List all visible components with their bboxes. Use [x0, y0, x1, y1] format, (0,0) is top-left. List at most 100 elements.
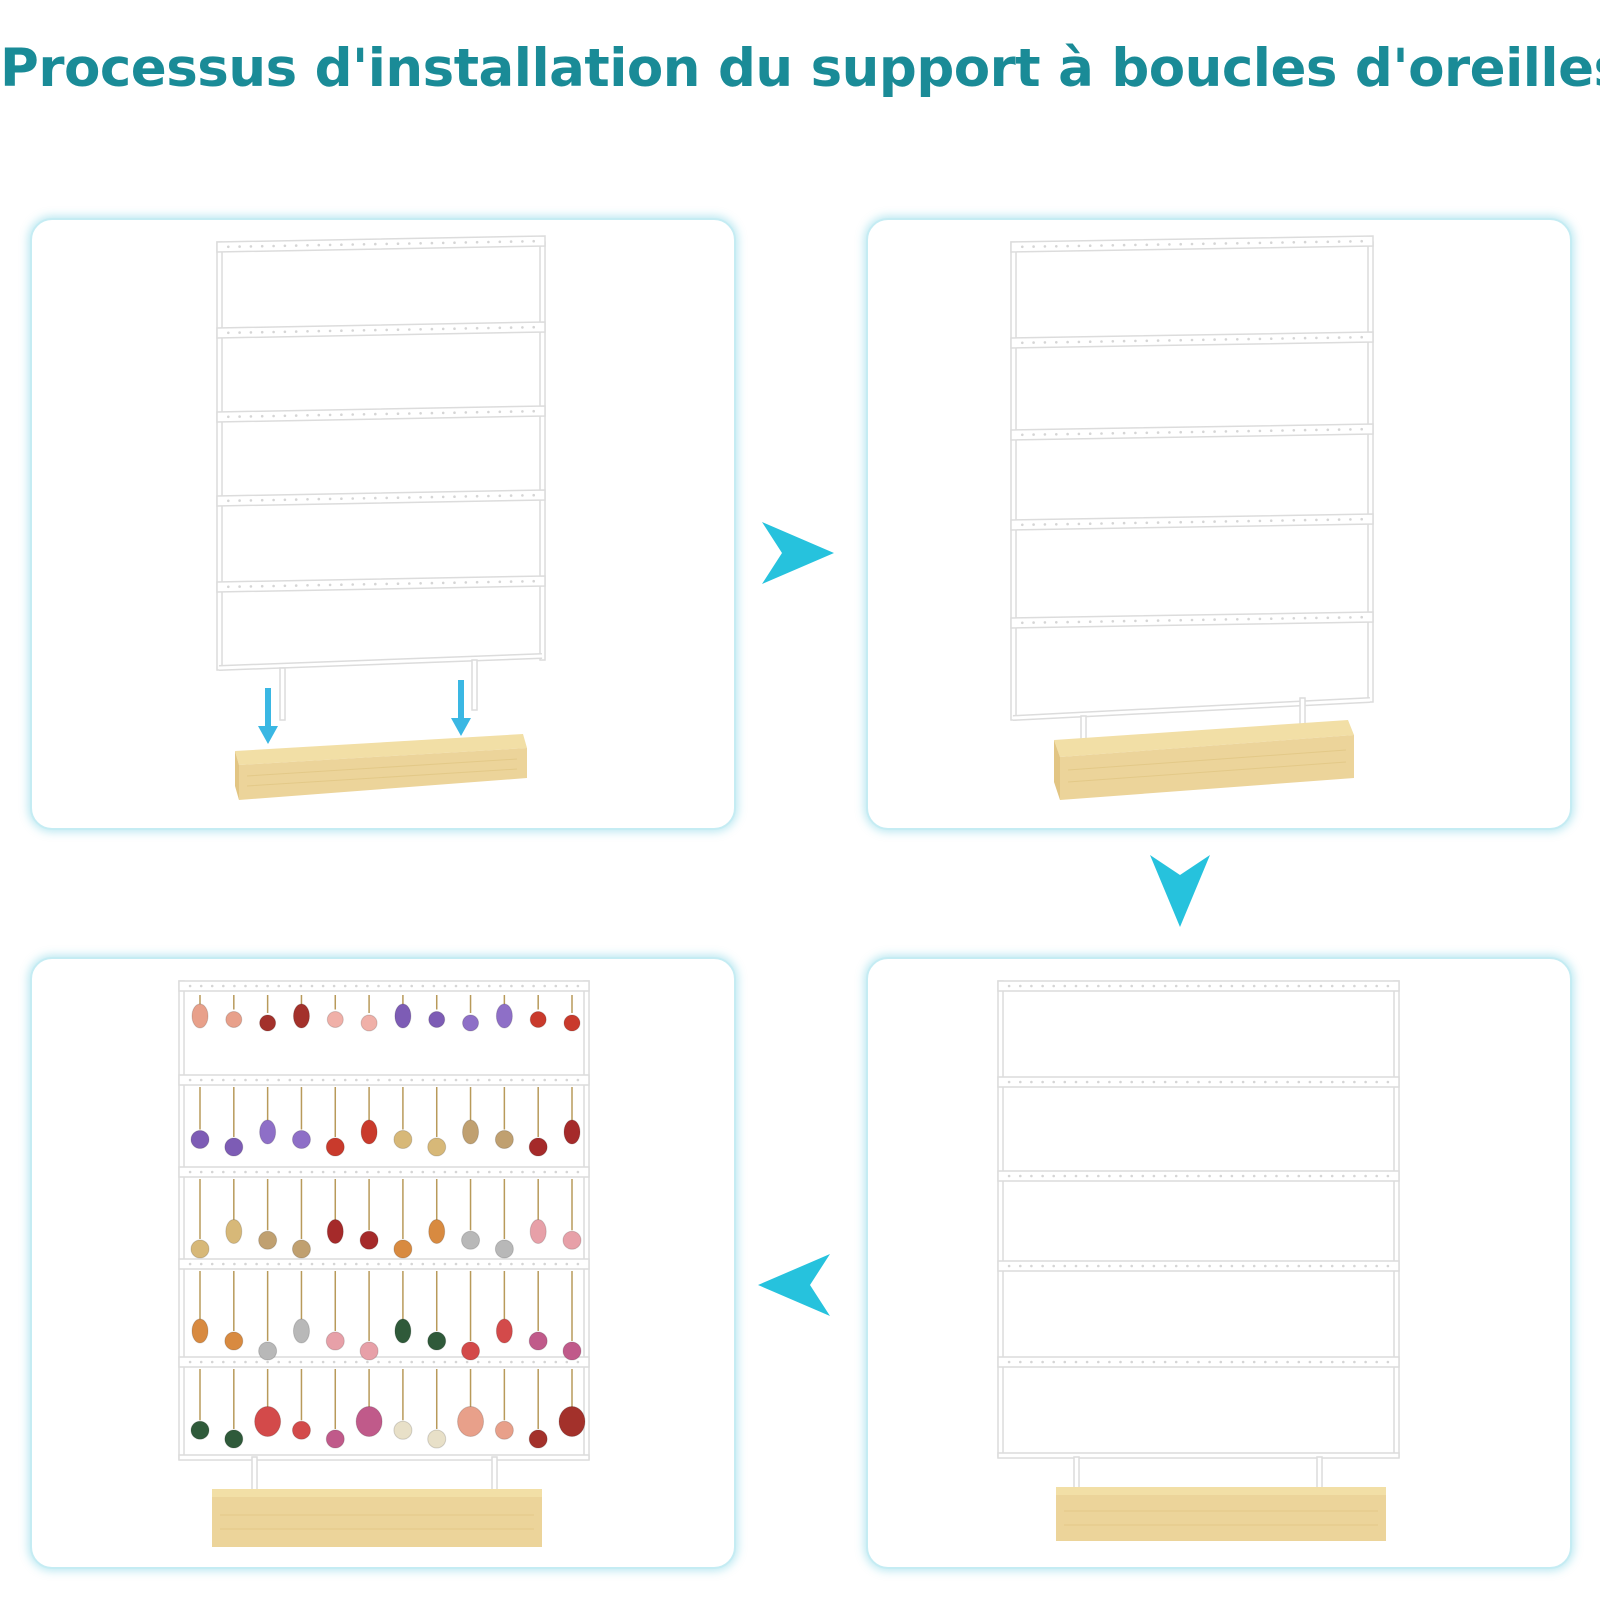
- bar-hole: [509, 240, 513, 243]
- bar-hole: [1111, 244, 1115, 247]
- earring: [563, 995, 581, 1032]
- bar-hole: [1258, 617, 1262, 621]
- hanging-bar: [178, 1258, 590, 1270]
- bar-hole: [432, 1262, 436, 1266]
- bar-hole: [576, 1170, 580, 1174]
- bar-hole: [1030, 984, 1033, 988]
- bar-hole: [1360, 427, 1363, 431]
- bar-hole: [1152, 984, 1156, 988]
- bar-hole: [421, 1262, 425, 1266]
- bar-hole: [1186, 1080, 1189, 1084]
- bar-hole: [317, 413, 321, 417]
- bar-hole: [499, 1262, 502, 1266]
- bar-hole: [1141, 1360, 1145, 1364]
- bar-hole: [1275, 1360, 1278, 1364]
- bar-hole: [1319, 1264, 1323, 1268]
- bar-hole: [421, 1360, 425, 1364]
- bar-hole: [399, 984, 402, 988]
- bar-hole: [1264, 1174, 1267, 1178]
- earring: [191, 1271, 209, 1344]
- bar-hole: [332, 1170, 336, 1174]
- bar-hole: [362, 583, 366, 586]
- bar-hole: [1297, 984, 1301, 988]
- bar-hole: [1100, 432, 1103, 435]
- earring: [558, 1369, 586, 1437]
- bar-hole: [532, 409, 535, 413]
- bar-hole: [1130, 1080, 1133, 1084]
- bar-hole: [1190, 242, 1194, 246]
- bar-hole: [1342, 1360, 1345, 1364]
- bar-hole: [388, 1078, 391, 1082]
- hanging-bar: [178, 1166, 590, 1178]
- bar-hole: [306, 498, 309, 501]
- bar-hole: [1269, 429, 1273, 432]
- earring: [528, 1087, 548, 1157]
- earring: [259, 995, 277, 1032]
- bar-hole: [1111, 432, 1115, 435]
- bar-hole: [1292, 337, 1296, 340]
- bar-hole: [1100, 522, 1103, 525]
- bar-hole: [1066, 340, 1069, 344]
- bar-hole: [1052, 1080, 1055, 1084]
- earring: [494, 1087, 514, 1149]
- bar-hole: [421, 1170, 425, 1174]
- bar-hole: [288, 1262, 292, 1266]
- bar-hole: [1258, 337, 1262, 341]
- step-2-illustration: [1010, 235, 1374, 800]
- bar-hole: [355, 984, 358, 988]
- bar-hole: [332, 1078, 336, 1082]
- bar-hole: [1241, 1360, 1245, 1364]
- bar-hole: [266, 984, 269, 988]
- bar-hole: [476, 1360, 480, 1364]
- bar-hole: [1337, 336, 1341, 339]
- bar-hole: [487, 580, 490, 584]
- bar-hole: [1088, 620, 1092, 623]
- bar-hole: [1213, 242, 1216, 245]
- earring: [292, 1271, 310, 1344]
- bar-hole: [1174, 1080, 1178, 1084]
- bar-hole: [1043, 523, 1047, 526]
- bar-hole: [1230, 1080, 1234, 1084]
- bar-hole: [1108, 1080, 1111, 1084]
- bar-hole: [532, 984, 535, 988]
- bar-hole: [1386, 1264, 1390, 1268]
- bar-hole: [1197, 1080, 1200, 1084]
- bar-hole: [1330, 1360, 1334, 1364]
- bar-hole: [377, 984, 380, 988]
- bar-hole: [1252, 1080, 1256, 1084]
- bar-hole: [430, 327, 434, 331]
- bar-hole: [222, 1170, 225, 1174]
- bar-hole: [1063, 984, 1067, 988]
- bar-hole: [1247, 337, 1250, 341]
- bar-hole: [1074, 1080, 1078, 1084]
- bar-hole: [408, 412, 411, 415]
- earring: [359, 1179, 379, 1250]
- bar-hole: [388, 1262, 391, 1266]
- bar-hole: [1052, 1360, 1055, 1364]
- bar-hole: [1179, 430, 1182, 434]
- bar-hole: [1326, 428, 1330, 432]
- bar-hole: [188, 1262, 192, 1266]
- bar-hole: [532, 1170, 535, 1174]
- bar-hole: [1055, 433, 1058, 436]
- bar-hole: [332, 1360, 336, 1364]
- bar-hole: [1141, 1174, 1145, 1178]
- bar-hole: [328, 329, 332, 333]
- bar-hole: [222, 984, 225, 988]
- bar-hole: [430, 581, 434, 585]
- earring: [360, 1087, 378, 1145]
- bar-hole: [374, 496, 377, 500]
- bar-hole: [1085, 1360, 1089, 1364]
- bar-hole: [1122, 431, 1126, 435]
- bar-hole: [554, 1078, 558, 1082]
- bar-hole: [1134, 243, 1137, 247]
- bar-hole: [476, 1262, 480, 1266]
- bar-hole: [1326, 336, 1330, 340]
- bar-hole: [321, 984, 325, 988]
- bar-hole: [1326, 518, 1330, 522]
- earring: [528, 1369, 548, 1449]
- bar-hole: [1281, 429, 1284, 432]
- bar-hole: [1297, 1174, 1301, 1178]
- hanging-bar: [216, 489, 546, 507]
- bar-hole: [1208, 984, 1211, 988]
